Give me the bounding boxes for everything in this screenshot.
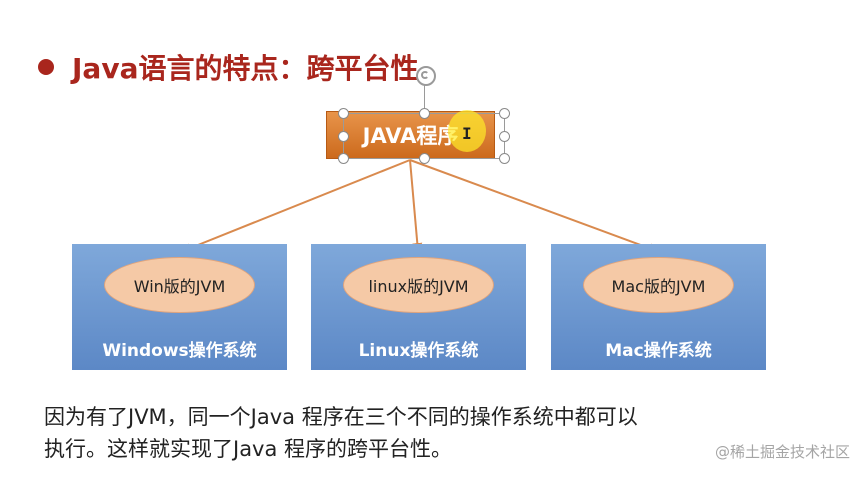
os-label: Windows操作系统 <box>102 341 257 361</box>
rotate-handle-icon[interactable] <box>416 66 436 86</box>
resize-handle-bottom-center[interactable] <box>419 153 430 164</box>
resize-handle-top-right[interactable] <box>499 108 510 119</box>
jvm-label: Mac版的JVM <box>611 277 706 296</box>
os-box-windows[interactable]: Win版的JVM Windows操作系统 <box>72 244 287 370</box>
java-program-label: JAVA程序 <box>362 124 459 148</box>
caption-line: 因为有了JVM，同一个Java 程序在三个不同的操作系统中都可以 <box>44 405 638 429</box>
jvm-ellipse-linux: linux版的JVM <box>343 257 494 313</box>
cursor-highlight <box>448 110 486 152</box>
resize-handle-bottom-right[interactable] <box>499 153 510 164</box>
text-cursor-icon: I <box>462 124 472 143</box>
title-bullet <box>38 59 54 75</box>
arrow-to-windows-jvm <box>181 159 411 253</box>
resize-handle-top-center[interactable] <box>419 108 430 119</box>
jvm-ellipse-windows: Win版的JVM <box>104 257 255 313</box>
jvm-label: Win版的JVM <box>133 277 226 296</box>
caption-line: 执行。这样就实现了Java 程序的跨平台性。 <box>44 437 453 461</box>
watermark: @稀土掘金技术社区 <box>714 443 850 461</box>
arrow-to-linux-jvm <box>409 159 423 253</box>
resize-handle-middle-left[interactable] <box>338 131 349 142</box>
os-label: Mac操作系统 <box>605 341 712 361</box>
jvm-ellipse-mac: Mac版的JVM <box>583 257 734 313</box>
os-box-mac[interactable]: Mac版的JVM Mac操作系统 <box>551 244 766 370</box>
rotate-stem <box>424 84 425 110</box>
slide-title: Java语言的特点：跨平台性 <box>72 52 419 85</box>
resize-handle-middle-right[interactable] <box>499 131 510 142</box>
os-box-linux[interactable]: linux版的JVM Linux操作系统 <box>311 244 526 370</box>
os-label: Linux操作系统 <box>358 341 479 361</box>
resize-handle-top-left[interactable] <box>338 108 349 119</box>
arrow-to-mac-jvm <box>409 159 659 253</box>
jvm-label: linux版的JVM <box>368 277 469 296</box>
caption-text: 因为有了JVM，同一个Java 程序在三个不同的操作系统中都可以 执行。这样就实… <box>44 401 824 465</box>
resize-handle-bottom-left[interactable] <box>338 153 349 164</box>
